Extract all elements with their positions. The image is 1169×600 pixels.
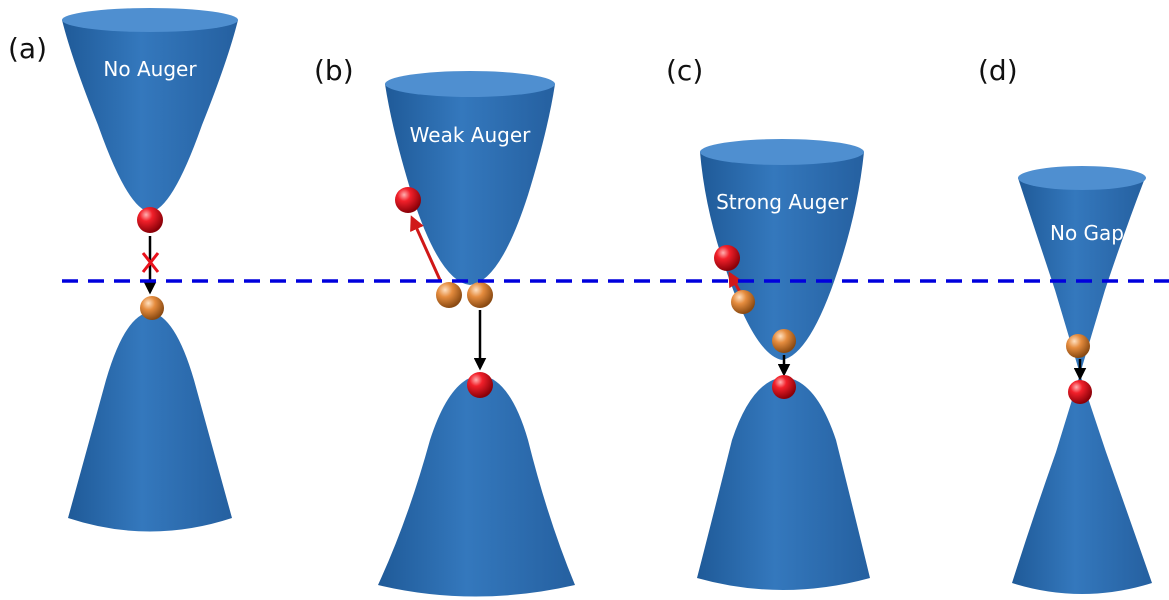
valence-band-cone <box>378 375 575 597</box>
conduction-band-cone <box>62 8 238 212</box>
electron <box>467 372 493 398</box>
conduction-band-cone <box>385 71 555 285</box>
panel-c: (c) Strong Auger <box>666 54 870 590</box>
auger-arrow <box>410 215 442 281</box>
panel-d-label: (d) <box>978 54 1018 87</box>
cone-title: No Gap <box>1050 221 1124 245</box>
valence-band-cone <box>697 377 870 590</box>
hole <box>1066 334 1090 358</box>
hole <box>467 282 493 308</box>
electron <box>772 375 796 399</box>
hole <box>731 290 755 314</box>
cone-title: No Auger <box>103 57 197 81</box>
blocked-cross-icon <box>141 252 160 273</box>
panel-a: (a) No Auger <box>8 8 238 532</box>
panel-a-label: (a) <box>8 32 47 65</box>
panel-b: (b) Weak Auger <box>314 54 575 597</box>
cone-title: Weak Auger <box>410 123 531 147</box>
panel-d: (d) No Gap <box>978 54 1152 594</box>
dirac-cone <box>1012 166 1152 594</box>
hole <box>772 329 796 353</box>
electron <box>1068 380 1092 404</box>
cone-title: Strong Auger <box>716 190 849 214</box>
auger-arrow <box>728 271 743 293</box>
panel-b-label: (b) <box>314 54 354 87</box>
valence-band-cone <box>68 312 232 532</box>
hole <box>140 296 164 320</box>
electron <box>137 207 163 233</box>
hole <box>436 282 462 308</box>
panel-c-label: (c) <box>666 54 703 87</box>
excited-electron <box>714 245 740 271</box>
excited-electron <box>395 187 421 213</box>
